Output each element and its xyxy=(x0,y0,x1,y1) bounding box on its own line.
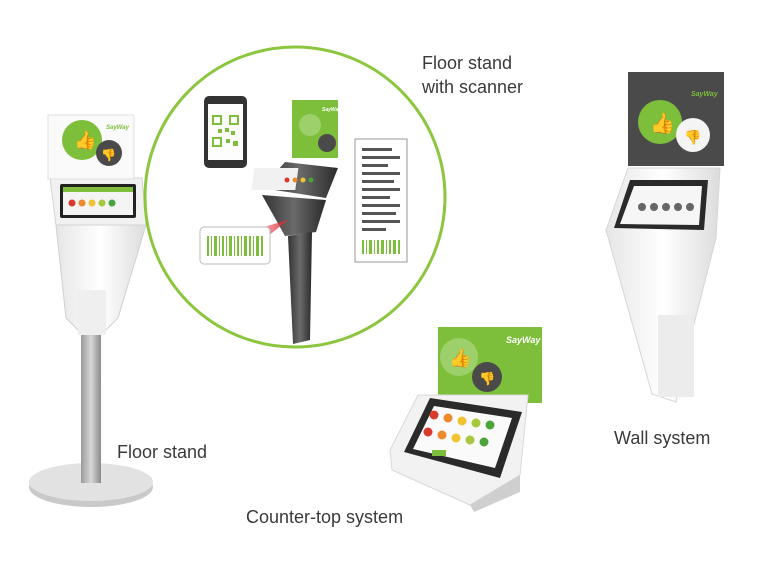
label-floor-stand-scanner-line1: Floor stand xyxy=(422,53,513,73)
svg-text:SayWay: SayWay xyxy=(322,107,341,113)
svg-text:SayWay: SayWay xyxy=(506,335,541,345)
barcode-icon xyxy=(199,226,271,265)
wall-kiosk: SayWay xyxy=(605,72,724,403)
qr-code-icon xyxy=(212,115,239,147)
thumbs-up-icon: 👍 xyxy=(449,347,471,368)
thumbs-up-icon: 👍 xyxy=(650,111,675,135)
label-floor-stand: Floor stand xyxy=(117,442,208,462)
thumbs-up-icon: 👍 xyxy=(74,129,96,150)
svg-text:SayWay: SayWay xyxy=(691,91,719,98)
thumbs-down-icon: 👎 xyxy=(684,129,701,146)
receipt-icon xyxy=(354,138,408,263)
thumbs-down-icon: 👎 xyxy=(479,371,495,386)
floor-stand-kiosk: SayWay xyxy=(29,114,153,507)
smartphone-icon xyxy=(204,96,247,168)
label-floor-stand-scanner-line2: with scanner xyxy=(422,77,524,97)
thumbs-down-icon: 👎 xyxy=(101,148,116,162)
label-counter-top-system: Counter-top system xyxy=(246,507,404,527)
label-wall-system: Wall system xyxy=(614,428,711,448)
scanner-inset-circle: SayWay xyxy=(143,45,447,349)
counter-top-kiosk: SayWay xyxy=(389,327,542,512)
star-icon xyxy=(638,203,694,211)
svg-text:SayWay: SayWay xyxy=(106,125,130,131)
